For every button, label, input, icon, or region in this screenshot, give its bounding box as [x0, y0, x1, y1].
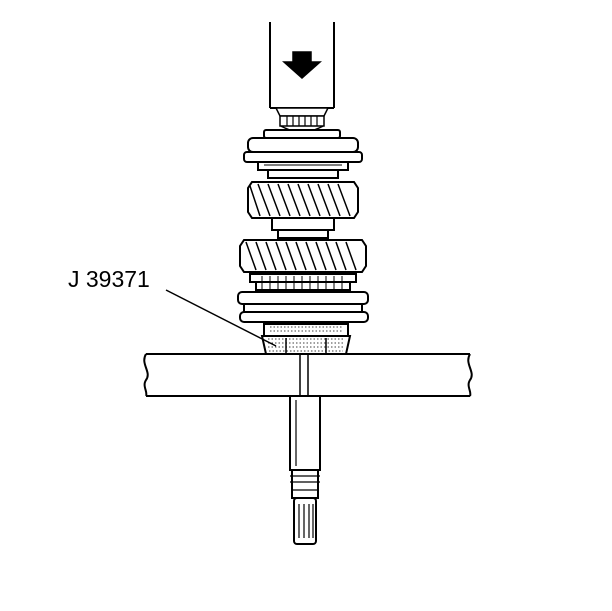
gear-spacer	[271, 217, 335, 239]
lower-helical-gear	[239, 239, 367, 273]
arrow-down-icon	[282, 51, 322, 80]
lower-bearing	[237, 273, 369, 323]
upper-bearing	[243, 129, 363, 179]
tool-j39371-stipple	[268, 326, 344, 352]
output-shaft-splines	[298, 504, 314, 538]
lower-bearing-rollers	[261, 276, 343, 290]
ram-tip-knurl	[286, 116, 318, 126]
output-shaft	[289, 395, 321, 545]
callout-leader	[165, 289, 277, 347]
output-shaft-detail	[290, 400, 320, 491]
bed-slot	[299, 354, 309, 396]
ram-tip	[274, 107, 330, 133]
upper-helical-gear	[247, 181, 359, 219]
tool-j39371-segments	[285, 338, 327, 354]
callout-label-j39371: J 39371	[68, 266, 150, 292]
